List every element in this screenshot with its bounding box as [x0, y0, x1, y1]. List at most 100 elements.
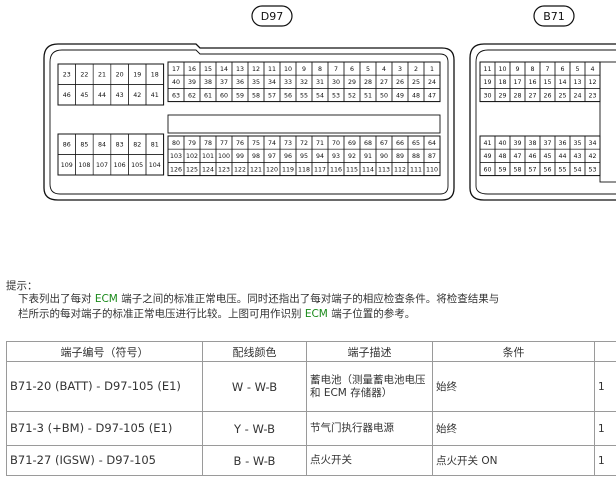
- pin-number: 25: [558, 92, 566, 99]
- pin-number: 45: [543, 153, 551, 160]
- pin-number: 39: [188, 79, 196, 86]
- pin-number: 64: [428, 140, 436, 147]
- cell-condition: 始终: [432, 361, 595, 412]
- pin-number: 26: [396, 79, 404, 86]
- header-wire-color: 配线颜色: [202, 341, 307, 362]
- pin-number: 74: [268, 140, 276, 147]
- pin-number: 12: [252, 66, 260, 73]
- pin-number: 101: [202, 153, 214, 160]
- pin-number: 12: [588, 79, 596, 86]
- pin-number: 7: [334, 66, 338, 73]
- pin-number: 126: [170, 166, 182, 173]
- pin-number: 24: [573, 92, 581, 99]
- pin-number: 32: [300, 79, 308, 86]
- pin-number: 82: [133, 142, 141, 149]
- cell-terminal: B71-27 (IGSW) - D97-105: [6, 445, 203, 476]
- pin-number: 106: [114, 162, 126, 169]
- pin-number: 18: [498, 79, 506, 86]
- pin-number: 36: [558, 140, 566, 147]
- pin-number: 39: [513, 140, 521, 147]
- pin-number: 35: [252, 79, 260, 86]
- pin-number: 86: [63, 142, 71, 149]
- header-condition: 条件: [432, 341, 595, 362]
- pin-number: 85: [80, 142, 88, 149]
- cell-wire-color: Y - W-B: [202, 411, 307, 446]
- pin-number: 50: [380, 92, 388, 99]
- pin-number: 34: [268, 79, 276, 86]
- cell-description: 节气门执行器电源: [306, 411, 433, 446]
- pin-number: 119: [282, 166, 294, 173]
- cell-condition: 点火开关 ON: [432, 445, 595, 476]
- pin-number: 37: [220, 79, 228, 86]
- pin-number: 58: [252, 92, 260, 99]
- pin-cell: [584, 162, 601, 176]
- pin-number: 15: [204, 66, 212, 73]
- pin-number: 46: [63, 92, 71, 99]
- pin-number: 113: [378, 166, 390, 173]
- pin-number: 115: [346, 166, 358, 173]
- table-row: B71-27 (IGSW) - D97-105 B - W-B 点火开关 点火开…: [6, 445, 616, 476]
- cell-terminal: B71-20 (BATT) - D97-105 (E1): [6, 361, 203, 412]
- cell-condition: 始终: [432, 411, 595, 446]
- pin-number: 42: [588, 153, 596, 160]
- pin-number: 89: [396, 153, 404, 160]
- pin-number: 26: [543, 92, 551, 99]
- pin-number: 14: [558, 79, 566, 86]
- pin-number: 48: [498, 153, 506, 160]
- pin-number: 67: [380, 140, 388, 147]
- svg-text:B71: B71: [543, 10, 565, 23]
- pin-number: 79: [188, 140, 196, 147]
- pin-number: 91: [364, 153, 372, 160]
- pin-number: 54: [316, 92, 324, 99]
- pin-number: 118: [298, 166, 310, 173]
- pin-cell: [584, 88, 601, 102]
- pin-number: 103: [170, 153, 182, 160]
- pin-number: 105: [131, 162, 143, 169]
- pin-cell: [423, 162, 441, 176]
- pin-number: 19: [483, 79, 491, 86]
- pin-number: 116: [330, 166, 342, 173]
- table-header-row: 端子编号（符号） 配线颜色 端子描述 条件: [6, 341, 616, 362]
- pin-number: 3: [398, 66, 402, 73]
- pin-number: 11: [483, 66, 491, 73]
- pin-number: 40: [498, 140, 506, 147]
- pin-number: 122: [234, 166, 246, 173]
- pin-number: 110: [426, 166, 438, 173]
- pin-number: 121: [250, 166, 262, 173]
- pin-number: 13: [573, 79, 581, 86]
- pin-number: 16: [528, 79, 536, 86]
- pin-number: 7: [545, 66, 549, 73]
- pin-number: 20: [116, 72, 124, 79]
- pin-number: 47: [428, 92, 436, 99]
- pin-number: 95: [300, 153, 308, 160]
- cell-terminal: B71-3 (+BM) - D97-105 (E1): [6, 411, 203, 446]
- connector-d97-housing: [43, 43, 455, 201]
- pin-number: 38: [528, 140, 536, 147]
- pin-number: 4: [590, 66, 594, 73]
- pin-number: 44: [558, 153, 566, 160]
- connector-label-d97: D97: [251, 5, 293, 27]
- hint-text: 下表列出了每对 ECM 端子之间的标准正常电压。同时还指出了每对端子的相应检查条…: [18, 293, 500, 320]
- pin-number: 27: [380, 79, 388, 86]
- pin-number: 112: [394, 166, 406, 173]
- pin-cell: [145, 154, 164, 176]
- connector-label-b71: B71: [533, 5, 575, 27]
- pin-number: 36: [236, 79, 244, 86]
- pin-number: 8: [530, 66, 534, 73]
- pin-number: 56: [543, 166, 551, 173]
- pin-number: 83: [116, 142, 124, 149]
- ecm-term: ECM: [94, 293, 118, 305]
- pin-number: 9: [515, 66, 519, 73]
- pin-number: 25: [412, 79, 420, 86]
- pin-number: 73: [284, 140, 292, 147]
- pin-number: 54: [573, 166, 581, 173]
- pin-number: 81: [151, 142, 159, 149]
- pin-number: 30: [332, 79, 340, 86]
- pin-number: 24: [428, 79, 436, 86]
- pin-number: 124: [202, 166, 214, 173]
- pin-number: 9: [302, 66, 306, 73]
- pin-number: 29: [348, 79, 356, 86]
- pin-number: 5: [575, 66, 579, 73]
